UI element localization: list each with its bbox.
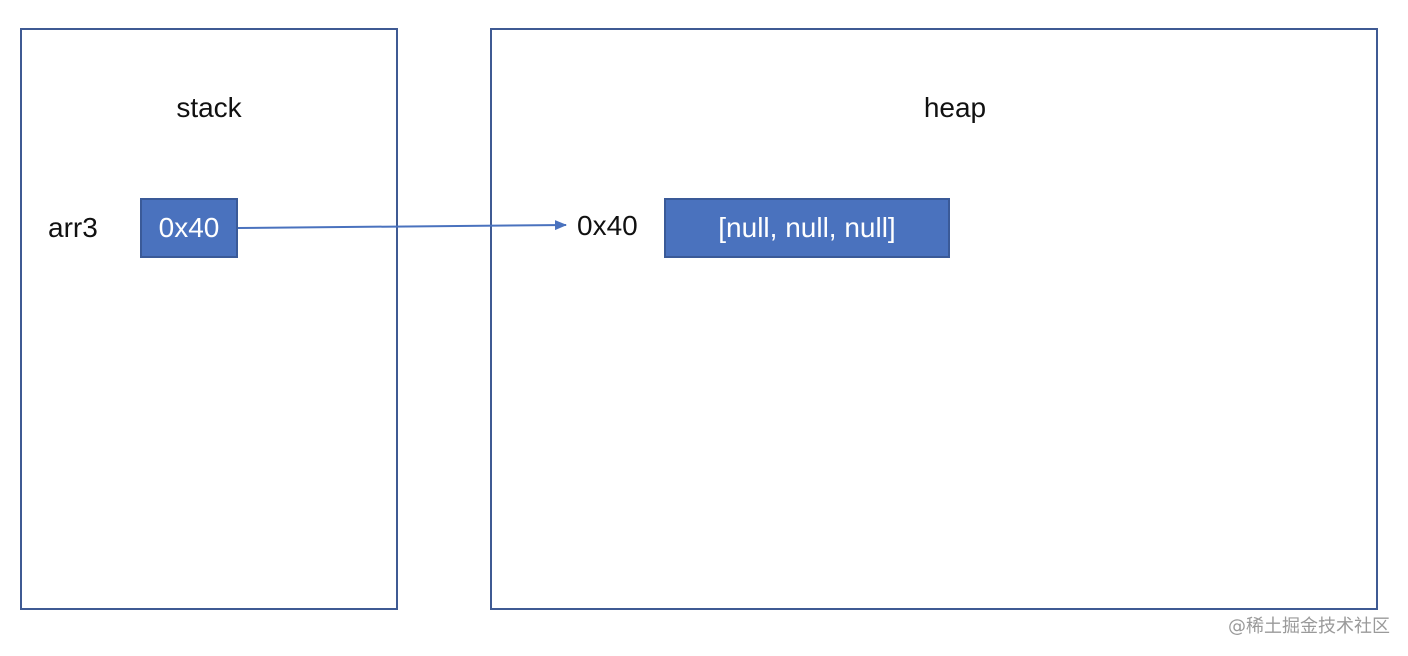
- watermark: @稀土掘金技术社区: [1228, 616, 1390, 637]
- stack-reference-cell: 0x40: [140, 198, 238, 258]
- heap-panel: [490, 28, 1378, 610]
- heap-address-label: 0x40: [577, 210, 638, 241]
- stack-reference-value: 0x40: [158, 212, 220, 243]
- heap-array-value: [null, null, null]: [718, 212, 896, 243]
- stack-title: stack: [176, 92, 242, 123]
- heap-array-cell: [null, null, null]: [664, 198, 950, 258]
- stack-panel: [20, 28, 398, 610]
- heap-title: heap: [923, 92, 987, 123]
- variable-name-label: arr3: [48, 212, 98, 243]
